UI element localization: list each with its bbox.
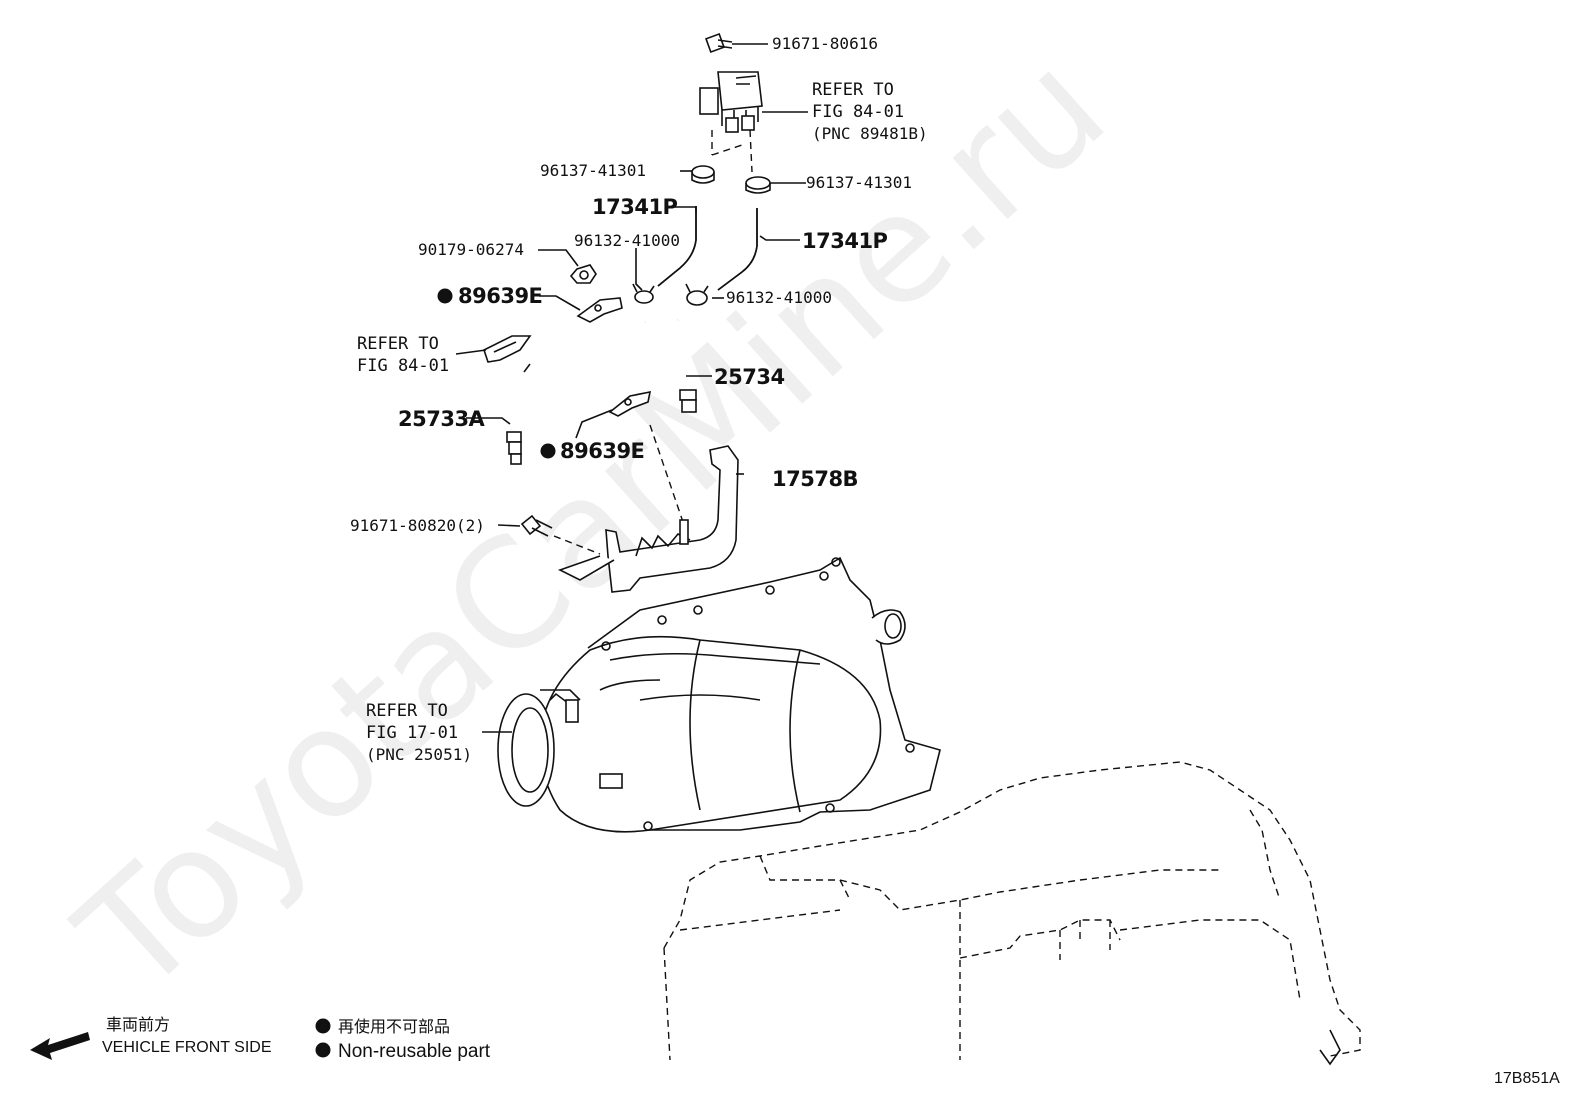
legend-dot-jp	[315, 1018, 331, 1034]
legend-dot-en	[315, 1042, 331, 1058]
vehicle-front-arrow-icon	[30, 1032, 90, 1060]
leader-lines	[455, 43, 808, 733]
legend-nonreuse-jp: 再使用不可部品	[338, 1018, 450, 1036]
refer-sensor: REFER TO FIG 84-01 (PNC 89481B)	[812, 80, 928, 143]
refer-converter: REFER TO FIG 17-01 (PNC 25051)	[366, 701, 472, 764]
clip-left	[632, 283, 655, 304]
pipe-25734	[620, 318, 697, 413]
label-pipe-right: 25734	[714, 365, 785, 389]
label-clip-right: 96132-41000	[726, 288, 832, 307]
bracket-lower-part	[608, 390, 652, 417]
pressure-sensor	[699, 71, 763, 133]
refer-sensor-line3: (PNC 89481B)	[812, 124, 928, 143]
clamp-right	[745, 176, 771, 194]
bracket-large-part	[557, 445, 739, 593]
refer-sensor-line1: REFER TO	[812, 80, 894, 100]
nonreusable-dot-lower	[540, 443, 556, 459]
nut	[569, 264, 597, 284]
label-bolt-top: 91671-80616	[772, 34, 878, 53]
clip-right	[685, 283, 709, 306]
refer-bracket: REFER TO FIG 84-01	[357, 334, 449, 376]
label-bracket-lower: 89639E	[560, 439, 644, 463]
label-nut: 90179-06274	[418, 240, 524, 259]
label-bolt-bracket: 91671-80820(2)	[350, 516, 485, 535]
nonreusable-dot-upper	[437, 288, 453, 304]
bracket-refer-part	[483, 335, 532, 363]
clamp-left	[691, 165, 715, 184]
hose-left	[657, 206, 697, 287]
label-hose-left: 17341P	[592, 195, 678, 219]
refer-bracket-line1: REFER TO	[357, 334, 439, 354]
label-bracket-large: 17578B	[772, 467, 858, 491]
bracket-upper-part	[576, 297, 623, 323]
refer-converter-line1: REFER TO	[366, 701, 448, 721]
legend-front-jp: 車両前方	[106, 1016, 170, 1034]
label-bracket-upper: 89639E	[458, 284, 542, 308]
bolt-bracket	[520, 514, 601, 555]
catalytic-converter	[497, 556, 941, 833]
refer-converter-line3: (PNC 25051)	[366, 745, 472, 764]
refer-converter-line2: FIG 17-01	[366, 723, 458, 743]
label-pipe-left: 25733A	[398, 407, 486, 431]
pipe-25733a	[506, 319, 647, 465]
legend-nonreuse-en: Non-reusable part	[338, 1041, 491, 1062]
label-hose-right: 17341P	[802, 229, 888, 253]
refer-bracket-line2: FIG 84-01	[357, 356, 449, 376]
refer-sensor-line2: FIG 84-01	[812, 102, 904, 122]
label-clip-left: 96132-41000	[574, 231, 680, 250]
legend-front-en: VEHICLE FRONT SIDE	[102, 1039, 272, 1056]
engine-outline	[663, 761, 1361, 1066]
label-clamp-left: 96137-41301	[540, 161, 646, 180]
figure-code: 17B851A	[1494, 1070, 1560, 1087]
label-clamp-right: 96137-41301	[806, 173, 912, 192]
hose-right	[717, 208, 758, 291]
bolt-top	[705, 33, 733, 53]
legend: 車両前方 VEHICLE FRONT SIDE 再使用不可部品 Non-reus…	[30, 1016, 491, 1062]
